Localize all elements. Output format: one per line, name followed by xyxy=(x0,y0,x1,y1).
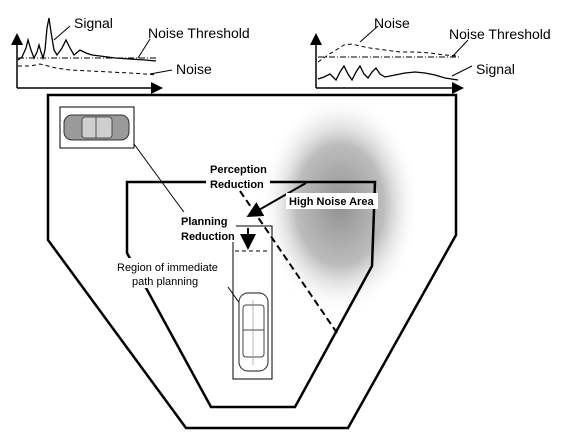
high-noise-label-bg xyxy=(286,193,378,209)
right-threshold-label: Noise Threshold xyxy=(449,26,551,42)
right-threshold-leader xyxy=(451,39,469,58)
planning-label-line2: Reduction xyxy=(181,231,235,243)
right-signal-label: Signal xyxy=(476,61,515,77)
perception-label-bg xyxy=(206,160,270,190)
road-map: Perception Reduction High Noise Area Pla… xyxy=(46,93,458,430)
outer-road-boundary xyxy=(46,93,458,430)
planning-label-line1: Planning xyxy=(181,216,227,228)
region-label-line2: path planning xyxy=(132,276,198,288)
planning-label-bg xyxy=(176,212,236,242)
perception-label-line2: Reduction xyxy=(210,179,264,191)
right-signal-curve xyxy=(317,64,459,82)
right-noise-curve xyxy=(317,43,459,63)
left-signal-plot: Signal Noise Threshold Noise xyxy=(11,15,250,94)
right-noise-leader xyxy=(359,25,379,43)
right-signal-plot: Noise Noise Threshold Signal xyxy=(310,15,551,94)
left-threshold-leader xyxy=(137,38,151,59)
inner-road-boundary xyxy=(125,180,377,409)
left-threshold-label: Noise Threshold xyxy=(148,25,250,41)
left-signal-label: Signal xyxy=(74,15,113,31)
left-signal-curve xyxy=(17,17,157,62)
high-noise-label: High Noise Area xyxy=(289,196,374,208)
overview-car-icon xyxy=(63,114,130,141)
planning-box xyxy=(232,225,273,380)
perception-label-line1: Perception xyxy=(210,164,267,176)
right-noise-label: Noise xyxy=(374,15,410,31)
left-noise-leader xyxy=(149,69,173,75)
right-signal-leader xyxy=(451,65,473,77)
left-noise-curve xyxy=(18,63,158,76)
region-label-bg xyxy=(114,258,226,288)
perception-reduction-arrow xyxy=(246,182,307,217)
ego-car-icon xyxy=(238,292,269,372)
region-label-line1: Region of immediate xyxy=(117,262,218,274)
left-signal-leader xyxy=(53,25,71,41)
overview-car-leader xyxy=(133,143,187,216)
left-noise-label: Noise xyxy=(176,61,212,77)
